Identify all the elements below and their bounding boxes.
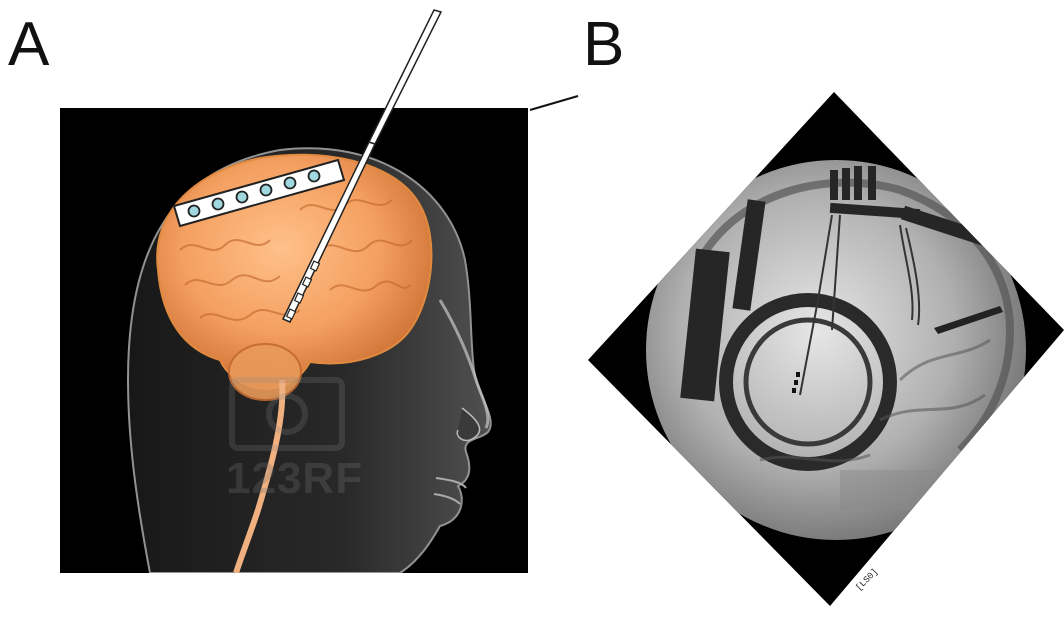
cerebellum [229,344,301,400]
xray-lower-band [840,470,1060,510]
connector-line [530,96,578,110]
watermark-text: 123RF [226,454,363,504]
panel-b-xray [588,92,1064,606]
